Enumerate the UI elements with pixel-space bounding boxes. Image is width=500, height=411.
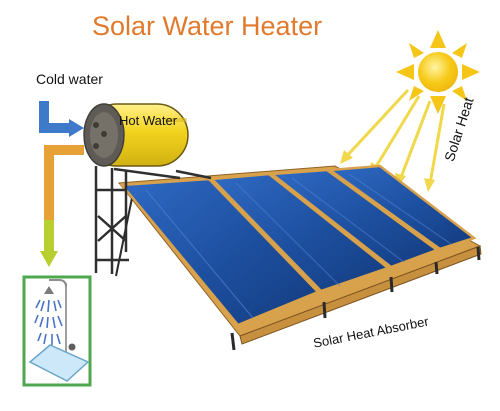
shower-icon — [22, 275, 92, 387]
sun-ray-arrows — [340, 88, 446, 192]
collector-panel-4 — [326, 164, 477, 251]
cold-water-arrow — [39, 101, 84, 137]
cold-water-label: Cold water — [36, 71, 103, 87]
sun-ray-1-head — [340, 150, 353, 164]
sun-ray-4 — [428, 103, 446, 185]
sun-ray-3 — [398, 100, 432, 181]
sun-ray-4-head — [424, 178, 435, 192]
collector-panel-1 — [119, 177, 321, 327]
hot-water-label: Hot Water — [119, 113, 178, 128]
tank-stand — [94, 166, 212, 274]
page-title: Solar Water Heater — [92, 11, 323, 41]
sun-ray-1 — [343, 88, 410, 160]
hot-water-tank — [83, 103, 189, 167]
sun-icon — [396, 30, 480, 114]
collector-panels — [119, 164, 477, 327]
sun-ray-2 — [372, 95, 421, 171]
hot-water-outlet-arrow — [40, 145, 84, 267]
